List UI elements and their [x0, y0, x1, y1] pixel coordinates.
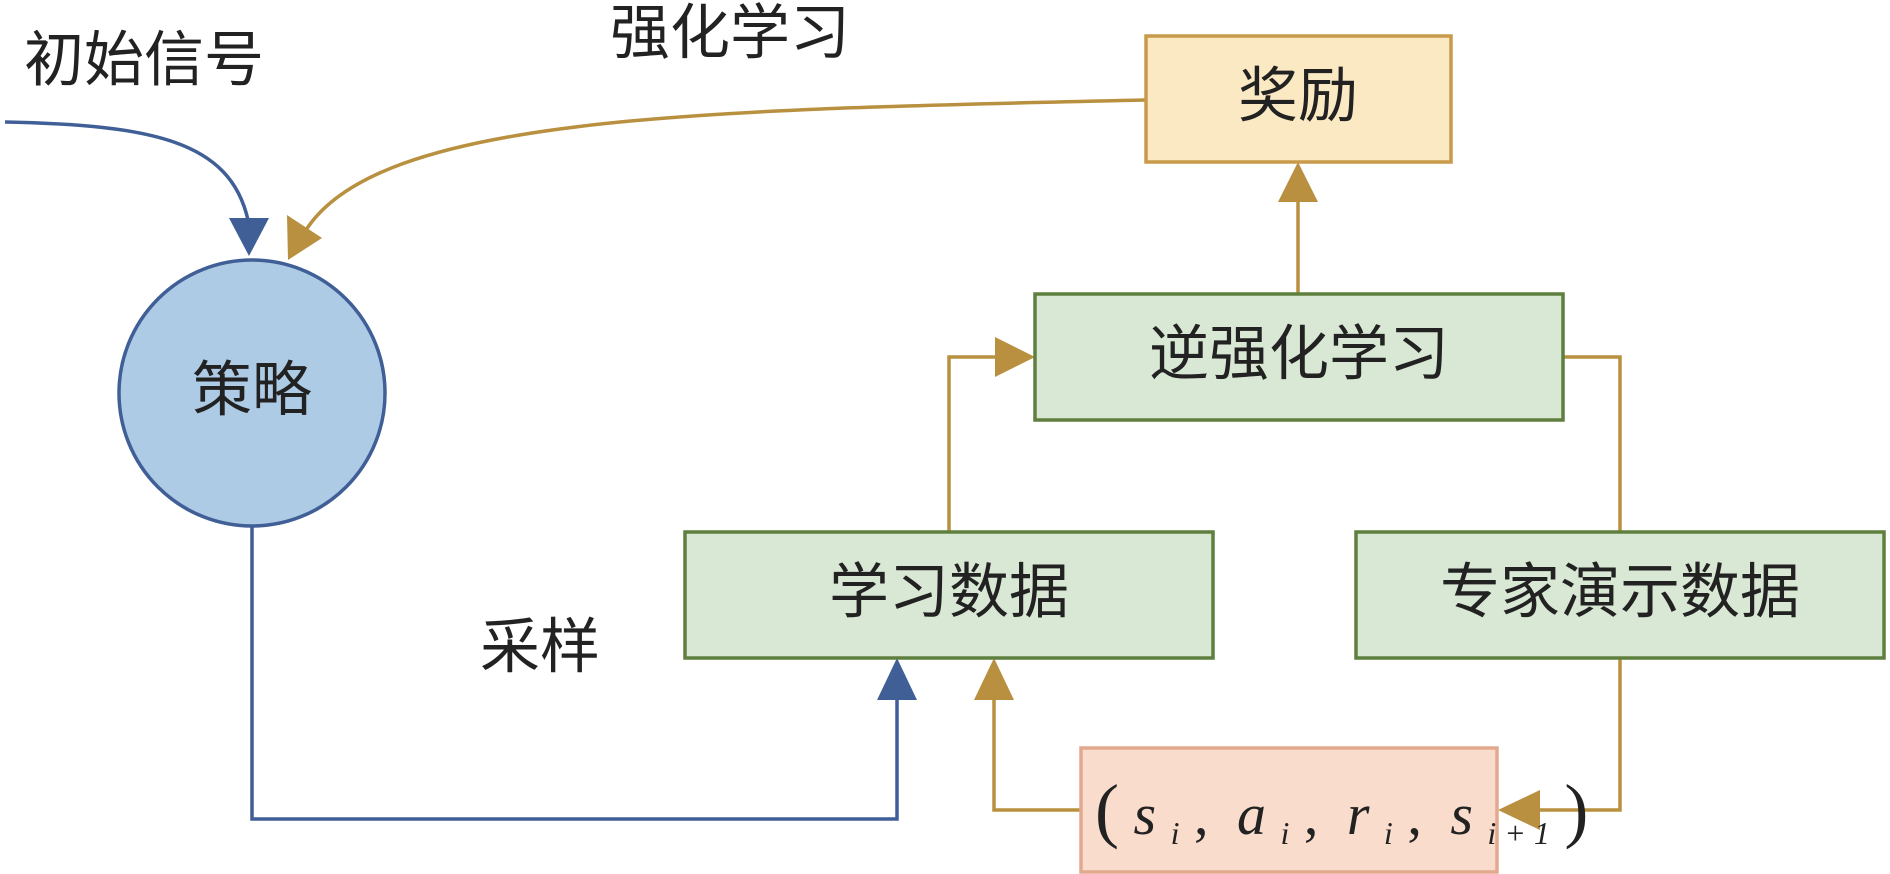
tuple-formula: ( s i , a i , r i , s i + 1 ) — [1095, 770, 1588, 857]
sampling-edge — [250, 526, 899, 821]
reward-label: 奖励 — [1238, 62, 1358, 132]
inverse-rl-node — [1033, 292, 1565, 422]
tuple-sep-2: , — [1304, 782, 1319, 847]
tuple-a-index: i — [1280, 815, 1289, 851]
expert-demo-node — [1354, 530, 1886, 660]
tuple-s-index: i — [1171, 815, 1180, 851]
tuple-sep-1: , — [1194, 782, 1209, 847]
sampling-label: 采样 — [480, 613, 600, 683]
initial-signal-arrowhead — [229, 218, 269, 256]
learning-data-node — [683, 530, 1215, 660]
tuple-s: s — [1133, 782, 1156, 847]
tuple-sep-3: , — [1407, 782, 1422, 847]
tuple-open-paren: ( — [1095, 770, 1119, 850]
initial-signal-edge — [4, 120, 250, 221]
irl-to-expert-edge — [1563, 355, 1622, 532]
expert-to-tuple-arrowhead — [1498, 790, 1540, 830]
policy-node — [117, 258, 387, 528]
tuple-r: r — [1347, 782, 1370, 847]
tuple-r-index: i — [1384, 815, 1393, 851]
tuple-s-next: s — [1450, 782, 1473, 847]
tuple-to-learning-arrowhead — [974, 658, 1014, 700]
reward-to-policy-edge — [304, 98, 1147, 231]
policy-label: 策略 — [192, 356, 312, 426]
inverse-rl-label: 逆强化学习 — [1149, 320, 1449, 390]
expert-to-tuple-edge — [1540, 657, 1622, 812]
reinforcement-learning-label: 强化学习 — [610, 0, 850, 69]
sampling-arrowhead — [877, 658, 917, 700]
tuple-close-paren: ) — [1564, 770, 1588, 850]
reward-node — [1144, 34, 1453, 164]
tuple-node — [1079, 746, 1499, 874]
learning-to-irl-edge — [947, 355, 995, 532]
reward-to-policy-arrowhead — [287, 215, 322, 260]
irl-to-reward-arrowhead — [1278, 162, 1318, 202]
tuple-s-next-index: i + 1 — [1487, 815, 1549, 851]
initial-signal-label: 初始信号 — [24, 26, 264, 96]
expert-demo-label: 专家演示数据 — [1440, 558, 1800, 628]
learning-to-irl-arrowhead — [995, 337, 1035, 377]
tuple-a: a — [1237, 782, 1266, 847]
learning-data-label: 学习数据 — [829, 558, 1069, 628]
tuple-to-learning-edge — [992, 700, 1081, 812]
